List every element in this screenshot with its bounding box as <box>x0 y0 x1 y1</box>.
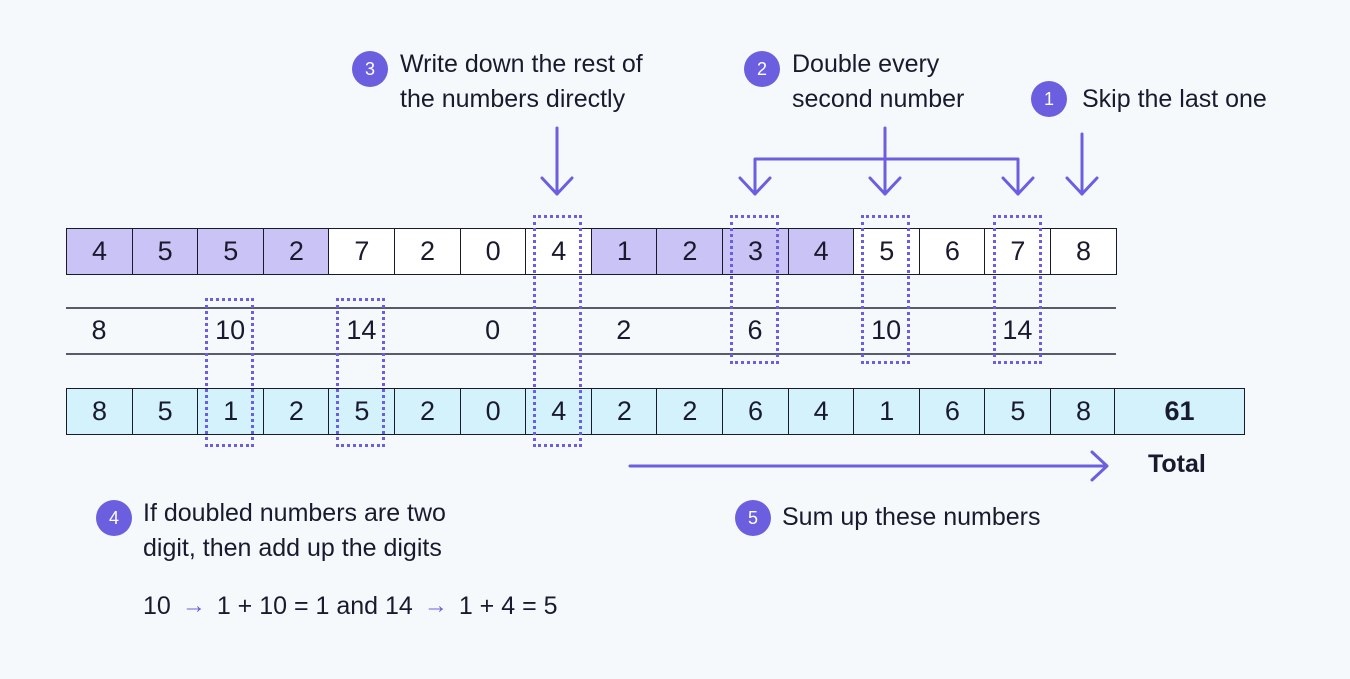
step-3-badge: 3 <box>352 51 388 87</box>
total-label: Total <box>1148 450 1206 478</box>
step-4-badge: 4 <box>96 500 132 536</box>
result-digit-cell: 1 <box>853 388 921 435</box>
result-digit-cell: 8 <box>1050 388 1118 435</box>
total-cell: 61 <box>1114 388 1245 435</box>
doubled-value: 14 <box>1002 315 1033 345</box>
original-digit-cell: 8 <box>1050 228 1118 275</box>
step-5-badge: 5 <box>735 500 771 536</box>
result-digit-cell: 2 <box>590 388 658 435</box>
result-digit-cell: 6 <box>918 388 986 435</box>
step-1-note: Skip the last one <box>1082 85 1267 113</box>
original-digit-cell: 4 <box>66 228 134 275</box>
highlight-box-col-8 <box>533 215 582 447</box>
result-digit-cell: 6 <box>722 388 790 435</box>
highlight-box-col-3 <box>205 298 254 447</box>
step-2-note: Double every second number <box>792 50 965 113</box>
result-digit-cell: 8 <box>66 388 134 435</box>
right-arrow-icon: → <box>423 592 448 619</box>
doubled-value: 14 <box>346 315 377 345</box>
doubled-value: 10 <box>215 315 246 345</box>
doubled-value: 8 <box>91 315 107 345</box>
step-2-center-arrowhead-icon <box>868 176 902 196</box>
step-3-note: Write down the rest of the numbers direc… <box>400 50 643 113</box>
original-digit-cell: 2 <box>262 228 330 275</box>
doubled-value: 0 <box>485 315 501 345</box>
digit-sum-formula: 10 → 1 + 10 = 1 and 14 → 1 + 4 = 5 <box>143 591 558 621</box>
step-4-note: If doubled numbers are two digit, then a… <box>143 499 446 562</box>
formula-part-1: 10 <box>143 592 171 620</box>
original-digit-cell: 4 <box>787 228 855 275</box>
original-digit-cell: 0 <box>459 228 527 275</box>
doubled-row-bottom-line <box>66 353 1116 355</box>
formula-part-3: 1 + 4 = 5 <box>458 592 558 620</box>
right-arrow-icon: → <box>181 592 206 619</box>
highlight-box-col-13 <box>861 215 910 364</box>
result-digit-cell: 5 <box>984 388 1052 435</box>
doubled-value: 6 <box>747 315 763 345</box>
formula-part-2: 1 + 10 = 1 and 14 <box>216 592 413 620</box>
step-2-right-arrowhead-icon <box>1001 176 1035 196</box>
result-digit-cell: 5 <box>131 388 199 435</box>
step-1-badge: 1 <box>1031 81 1067 117</box>
step-3-arrowhead-icon <box>540 176 574 196</box>
highlight-box-col-11 <box>730 215 779 364</box>
original-digit-cell: 5 <box>131 228 199 275</box>
step-2-left-arrowhead-icon <box>738 176 772 196</box>
highlight-box-col-15 <box>993 215 1042 364</box>
original-digit-cell: 1 <box>590 228 658 275</box>
step-1-arrowhead-icon <box>1065 176 1099 196</box>
result-digit-cell: 0 <box>459 388 527 435</box>
result-digit-cell: 2 <box>394 388 462 435</box>
result-digit-cell: 4 <box>787 388 855 435</box>
step-5-note: Sum up these numbers <box>782 503 1041 531</box>
original-digit-cell: 6 <box>918 228 986 275</box>
sum-arrowhead-icon <box>1090 450 1109 482</box>
doubled-row-top-line <box>66 307 1116 309</box>
highlight-box-col-5 <box>336 298 385 447</box>
doubled-value: 2 <box>616 315 632 345</box>
step-2-badge: 2 <box>744 51 780 87</box>
doubled-value: 10 <box>871 315 902 345</box>
original-digit-cell: 2 <box>394 228 462 275</box>
original-digit-cell: 2 <box>656 228 724 275</box>
